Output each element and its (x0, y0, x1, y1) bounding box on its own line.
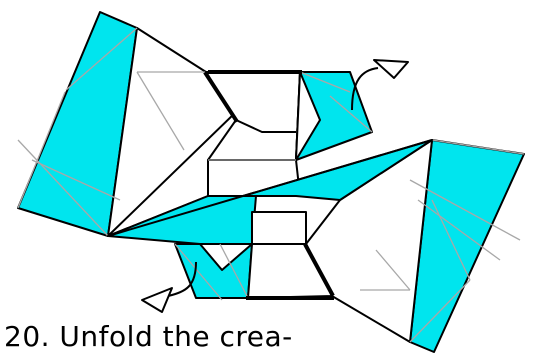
right-flap (305, 139, 525, 353)
rotate-arrow-upper (351, 59, 409, 111)
step-caption: 20. Unfold the crea- (4, 320, 293, 353)
center-strip (107, 139, 433, 245)
rotate-arrow-lower (141, 261, 197, 313)
left-flap (17, 11, 237, 237)
rotate-arrow-icon (373, 59, 409, 79)
lower-body (174, 211, 335, 301)
rotate-arrow-icon (141, 287, 173, 313)
